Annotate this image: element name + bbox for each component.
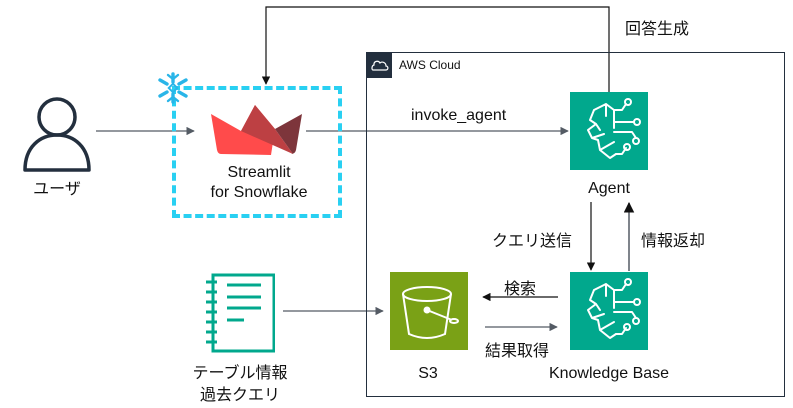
agent-label: Agent: [588, 180, 630, 197]
user-icon: [23, 97, 91, 172]
agent-node: [570, 92, 648, 170]
snowflake-group: [172, 86, 342, 218]
edge-label-invoke: invoke_agent: [411, 107, 507, 124]
user-label: ユーザ: [33, 181, 81, 198]
knowledge-base-node: [570, 272, 648, 350]
docs-label-line2: 過去クエリ: [199, 387, 281, 404]
bedrock-brain-icon: [587, 98, 641, 159]
s3-node: [390, 272, 468, 350]
streamlit-label-line2: for Snowflake: [210, 184, 308, 201]
cloud-icon: [371, 60, 389, 71]
s3-bucket-icon: [402, 286, 459, 339]
edge-answer-line: [261, 6, 610, 92]
aws-cloud-group: AWS Cloud: [366, 52, 785, 397]
docs-label-line1: テーブル情報: [192, 365, 288, 382]
streamlit-label-line1: Streamlit: [227, 164, 291, 181]
aws-cloud-label: AWS Cloud: [399, 58, 461, 72]
bedrock-brain-icon: [587, 278, 641, 339]
s3-label: S3: [418, 365, 438, 382]
knowledge-base-label: Knowledge Base: [548, 365, 670, 382]
edge-label-answer: 回答生成: [625, 21, 690, 38]
edge-label-info-return: 情報返却: [641, 233, 706, 250]
edge-label-query-send: クエリ送信: [492, 233, 573, 250]
edge-label-search: 検索: [504, 281, 537, 298]
streamlit-boat-icon: [211, 105, 302, 155]
aws-cloud-tag: [367, 53, 392, 78]
snowflake-icon: [158, 72, 188, 104]
edge-label-result: 結果取得: [485, 343, 550, 360]
notebook-icon: [206, 273, 275, 353]
